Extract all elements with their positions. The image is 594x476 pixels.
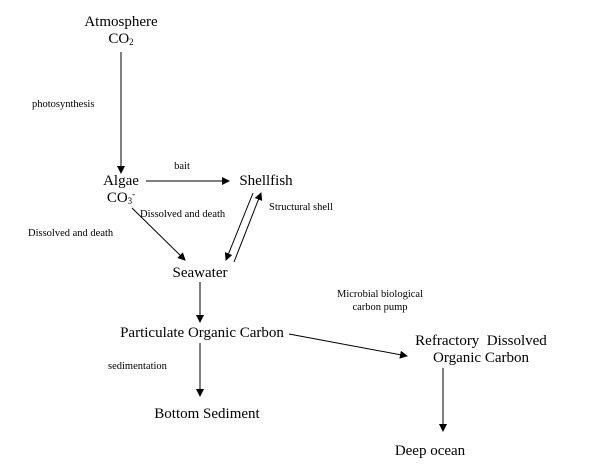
arrow-algae-to-seawater: [131, 207, 186, 261]
atmosphere-formula: CO2: [108, 31, 134, 47]
arrow-poc-to-rdoc: [288, 333, 408, 359]
node-refractory-dissolved-organic-carbon: Refractory Dissolved Organic Carbon: [415, 333, 547, 367]
node-particulate-organic-carbon: Particulate Organic Carbon: [120, 325, 284, 341]
label-dissolved-and-death-left: Dissolved and death: [28, 228, 114, 239]
algae-formula: CO3-: [106, 189, 136, 207]
label-bait: bait: [174, 161, 190, 172]
rdoc-line2: Organic Carbon: [433, 350, 529, 366]
rdoc-line1: Refractory Dissolved: [415, 333, 547, 349]
node-seawater: Seawater: [172, 265, 228, 281]
node-atmosphere: Atmosphere CO2: [84, 14, 157, 48]
label-structural-shell: Structural shell: [269, 202, 333, 213]
node-shellfish: Shellfish: [239, 173, 293, 189]
arrow-seawater-to-shellfish: [233, 192, 263, 263]
arrow-shellfish-to-seawater: [224, 192, 254, 261]
node-bottom-sediment: Bottom Sediment: [154, 406, 260, 422]
label-sedimentation: sedimentation: [108, 361, 167, 372]
node-deep-ocean: Deep ocean: [394, 443, 466, 459]
label-microbial-biological-carbon-pump: Microbial biological carbon pump: [336, 289, 424, 313]
algae-title: Algae: [103, 173, 139, 189]
label-photosynthesis: photosynthesis: [32, 99, 95, 110]
label-dissolved-and-death-right: Dissolved and death: [140, 209, 226, 220]
node-algae: Algae CO3-: [103, 173, 139, 207]
atmosphere-title: Atmosphere: [84, 14, 158, 30]
